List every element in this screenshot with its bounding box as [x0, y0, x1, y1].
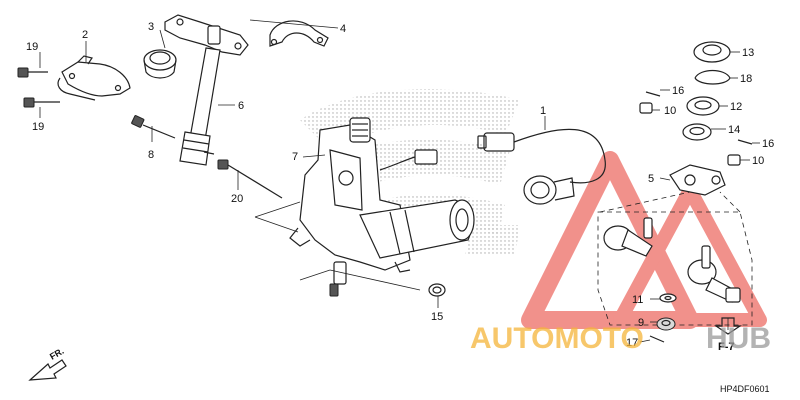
- label-part-17: 17: [626, 337, 638, 349]
- nut-9: [656, 317, 676, 331]
- label-part-1: 1: [540, 105, 546, 117]
- eps-unit: [289, 117, 475, 297]
- tie-rod-end-right: [687, 245, 741, 303]
- seal-14: [682, 123, 712, 141]
- watermark: AUTOMOTO HUB: [470, 322, 771, 355]
- washer-11: [659, 293, 677, 303]
- bolt-lower: [23, 97, 60, 108]
- label-part-6: 6: [238, 100, 244, 112]
- part-labels: 1 2 3 4 5 6 7 8 9 10 10 11 12 13 14 15 1…: [26, 21, 774, 349]
- label-part-19-upper: 19: [26, 41, 38, 53]
- holder-lower: [57, 55, 131, 101]
- nut-15: [428, 283, 446, 297]
- steering-arm: [669, 164, 726, 196]
- nut-10-right: [727, 154, 741, 166]
- circlip-18: [694, 69, 731, 85]
- label-part-12: 12: [730, 101, 742, 113]
- tie-rod-callout-box: [597, 191, 753, 326]
- label-part-18: 18: [740, 73, 752, 85]
- watermark-triangle-right: [613, 183, 767, 327]
- pin-16-right: [737, 139, 753, 145]
- label-part-5: 5: [648, 173, 654, 185]
- label-part-9: 9: [638, 317, 644, 329]
- label-part-13: 13: [742, 47, 754, 59]
- bushing: [143, 49, 177, 79]
- label-part-14: 14: [728, 124, 740, 136]
- steering-shaft: [164, 14, 249, 166]
- watermark-text-2: HUB: [706, 322, 771, 355]
- label-part-10-lower: 10: [752, 155, 764, 167]
- nut-10-left: [639, 102, 653, 114]
- watermark-text-1: AUTOMOTO: [470, 322, 644, 355]
- watermark-triangles: [521, 151, 767, 329]
- reference-label: F-7: [718, 341, 735, 353]
- label-part-15: 15: [431, 311, 443, 323]
- bolt-long-20: [217, 159, 283, 199]
- pin-16-left: [645, 91, 661, 97]
- bolt-8: [131, 115, 176, 139]
- label-part-10-upper: 10: [664, 105, 676, 117]
- label-part-11: 11: [632, 294, 643, 306]
- label-part-16-upper: 16: [672, 85, 684, 97]
- bearing-13: [693, 41, 731, 63]
- label-part-4: 4: [340, 23, 346, 35]
- tie-rod-end-left: [603, 217, 653, 257]
- pin-17: [649, 335, 665, 343]
- label-part-20: 20: [231, 193, 243, 205]
- diagram-code: HP4DF0601: [720, 384, 770, 394]
- bearing-12: [686, 96, 720, 116]
- reference-f7: F-7: [714, 317, 742, 353]
- label-part-3: 3: [148, 21, 154, 33]
- label-part-19-lower: 19: [32, 121, 44, 133]
- leader-lines: [39, 19, 760, 343]
- front-arrow-icon: [28, 359, 67, 381]
- label-part-7: 7: [292, 151, 298, 163]
- label-part-2: 2: [82, 29, 88, 41]
- harness: [477, 128, 606, 205]
- label-part-8: 8: [148, 149, 154, 161]
- front-direction-indicator: FR.: [28, 346, 67, 381]
- bolt-upper: [17, 67, 48, 78]
- front-direction-label: FR.: [48, 346, 66, 362]
- label-part-16-lower: 16: [762, 138, 774, 150]
- watermark-triangle-left: [521, 151, 699, 329]
- holder-upper: [269, 20, 329, 47]
